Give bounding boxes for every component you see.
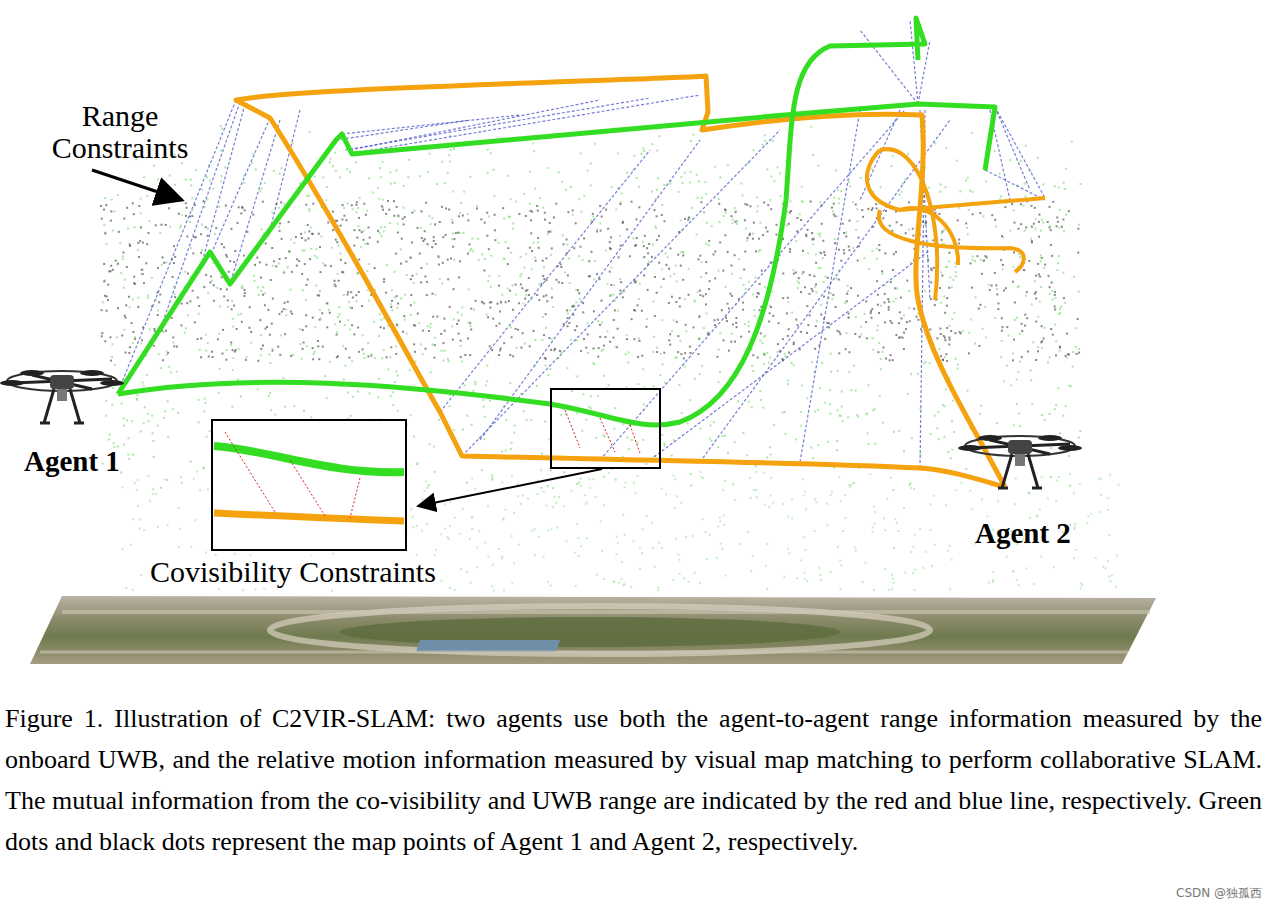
inset-marker [551, 389, 660, 468]
figure-label: Agent 1 [24, 446, 120, 476]
figure-label: Covisibility Constraints [148, 556, 438, 588]
drone-icon [958, 435, 1082, 488]
drone-icon [0, 370, 124, 423]
zoom-inset [212, 420, 406, 550]
agent1-trajectory [118, 18, 995, 425]
figure-label: Agent 2 [975, 518, 1071, 548]
map-points [100, 123, 1119, 591]
label-arrow [92, 170, 182, 200]
watermark: CSDN @独孤西 [1176, 887, 1262, 900]
covisibility-lines [565, 410, 640, 453]
inset-arrow [418, 469, 602, 506]
satellite-ground [30, 596, 1156, 664]
agent2-trajectory [867, 149, 1045, 300]
figure-label: Range Constraints [40, 100, 200, 163]
figure-caption: Figure 1. Illustration of C2VIR-SLAM: tw… [5, 698, 1262, 862]
